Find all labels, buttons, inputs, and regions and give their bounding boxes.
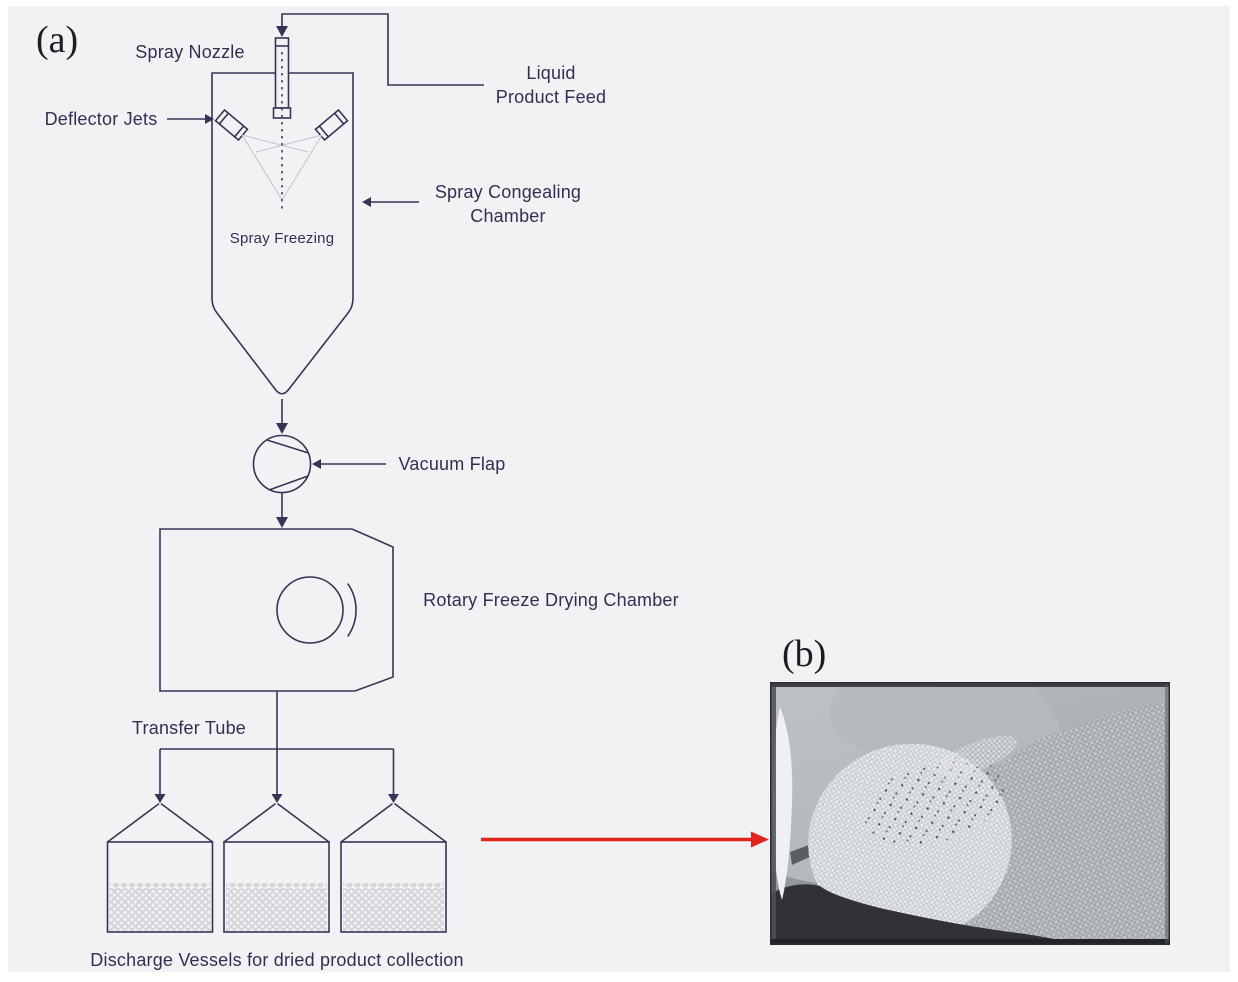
label-deflector-jets: Deflector Jets xyxy=(44,109,158,129)
deflector-jet-right xyxy=(314,108,349,142)
liquid-feed-pipe xyxy=(281,13,484,86)
vacuum-flap-shape xyxy=(252,434,312,494)
panel-a-tag: (a) xyxy=(36,19,79,61)
label-spray-congealing-chamber: Spray Congealing Chamber xyxy=(435,180,581,228)
deflector-pointer-arrowhead xyxy=(205,114,214,124)
spray-freeze-dried-pellets-photo xyxy=(770,682,1170,945)
label-spray-nozzle: Spray Nozzle xyxy=(135,42,245,62)
label-vacuum-flap: Vacuum Flap xyxy=(398,454,506,474)
cone-outlet-arrowhead xyxy=(276,423,288,434)
label-spray-congealing-line2: Chamber xyxy=(470,206,546,226)
deflector-jet-left xyxy=(214,108,249,142)
flap-outlet-arrowhead xyxy=(276,517,288,528)
discharge-vessel-1 xyxy=(106,803,214,933)
congealing-pointer-arrowhead xyxy=(362,197,371,207)
label-spray-congealing-line1: Spray Congealing xyxy=(434,182,582,202)
vacuum-flap-pointer-arrowhead xyxy=(312,459,321,469)
spray-congealing-chamber-shape xyxy=(211,72,354,395)
label-liquid-product-feed: Liquid Product Feed xyxy=(496,61,606,109)
rotary-chamber-shape xyxy=(159,528,394,692)
feed-arrowhead xyxy=(276,26,288,37)
panel-b-tag: (b) xyxy=(782,633,827,675)
label-liquid-product-feed-line1: Liquid xyxy=(526,63,576,83)
label-transfer-tube: Transfer Tube xyxy=(132,718,246,738)
transfer-tube-lines xyxy=(154,691,399,803)
spray-trace-lines xyxy=(241,134,323,201)
label-discharge-vessels: Discharge Vessels for dried product coll… xyxy=(90,950,464,970)
spray-nozzle-shape xyxy=(272,37,292,119)
discharge-vessel-2 xyxy=(223,803,330,933)
label-liquid-product-feed-line2: Product Feed xyxy=(495,87,607,107)
discharge-vessel-3 xyxy=(340,803,447,933)
label-spray-freezing: Spray Freezing xyxy=(229,230,335,247)
label-rotary-chamber: Rotary Freeze Drying Chamber xyxy=(423,590,679,610)
red-arrow xyxy=(481,831,769,848)
